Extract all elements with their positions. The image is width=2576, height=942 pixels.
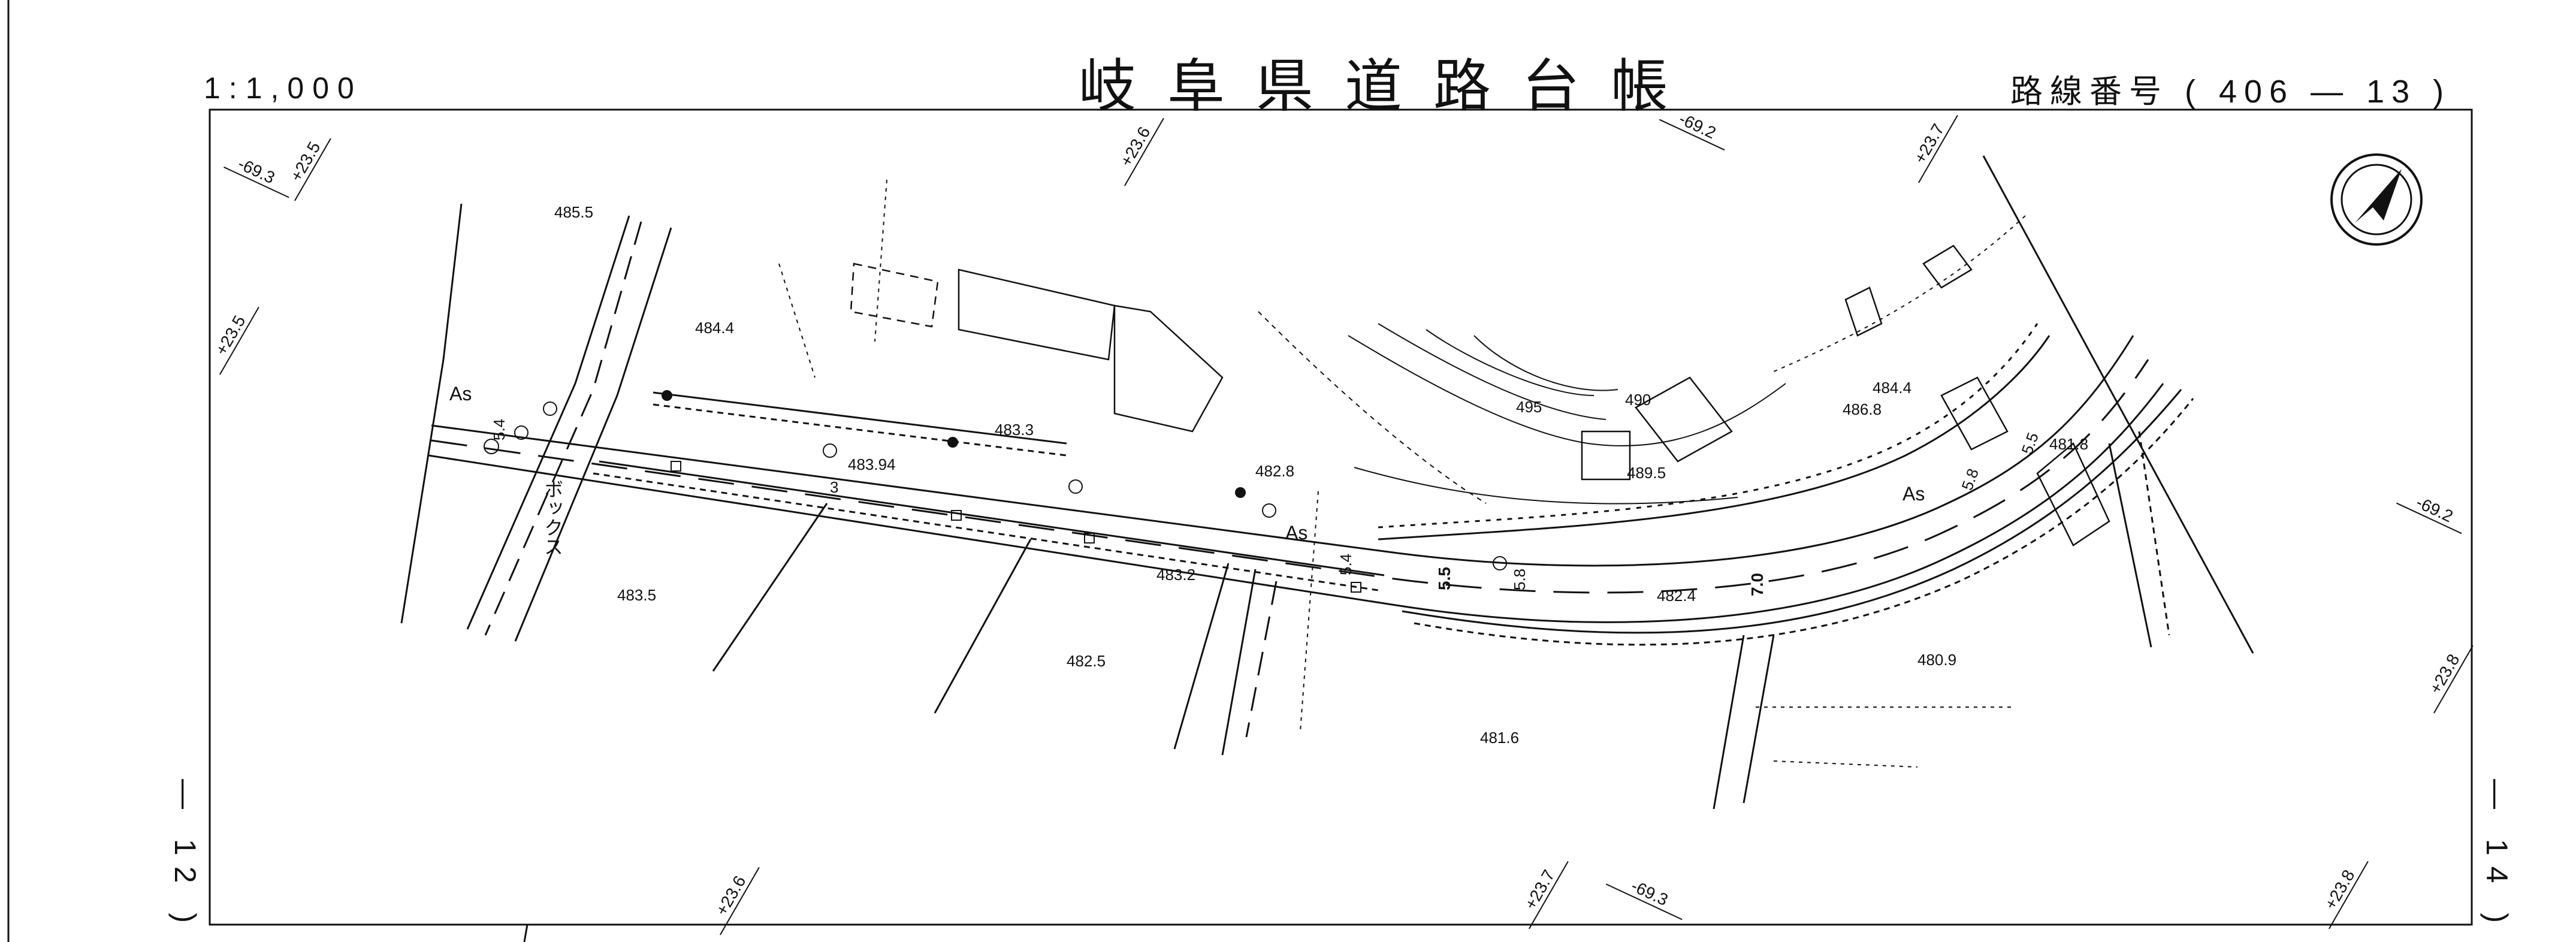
manhole-icon (671, 461, 681, 472)
telephone-pole-icon (1262, 503, 1276, 518)
elevation-label: 486.8 (1843, 400, 1882, 418)
manhole-icon (1351, 582, 1361, 593)
telephone-pole-icon (823, 443, 837, 458)
elevation-label: 482.4 (1657, 587, 1696, 605)
telephone-pole-icon (1068, 479, 1083, 494)
scale-label: 1:1,000 (204, 71, 363, 105)
manhole-icon (1084, 533, 1095, 544)
elevation-label: 483.2 (1156, 566, 1195, 584)
grid-tick-label: +23.5 (212, 312, 249, 358)
survey-point-icon (484, 439, 499, 454)
main-road (428, 323, 2194, 646)
adjacent-sheet-left: ― 12 ) (168, 779, 202, 934)
grid-tick-label: +23.6 (1116, 123, 1153, 170)
elevation-label: 483.5 (617, 586, 656, 604)
surface-label: As (1285, 522, 1307, 544)
surface-label: As (1902, 483, 1925, 505)
grid-tick-label: +23.8 (2321, 866, 2358, 913)
grid-tick-label: +23.7 (1910, 120, 1947, 167)
map-title: 岐阜県道路台帳 (1079, 55, 1699, 119)
surface-label: As (449, 383, 472, 404)
grid-tick-label: +23.5 (286, 138, 324, 185)
contour-lines (1258, 311, 1786, 505)
adjacent-sheet-right: ― 14 ) (2480, 779, 2514, 934)
grid-tick-label: +23.6 (712, 872, 749, 919)
telephone-pole-icon (543, 401, 557, 416)
elevation-label: 480.9 (1917, 651, 1956, 669)
route-number: 路線番号 ( 406 ― 13 ) (2010, 74, 2451, 110)
width-labels: 5.4 3 5.4 5.5 5.8 7.0 5.8 5.5 (490, 419, 2042, 596)
grid-tick-label: +23.8 (2426, 651, 2463, 697)
width-label: 5.8 (1511, 569, 1529, 590)
telephone-pole-icon (1493, 556, 1507, 570)
elevation-label: 483.94 (848, 455, 896, 473)
width-label: 7.0 (1748, 573, 1766, 596)
map-symbols (484, 390, 1507, 593)
cross-roads (400, 155, 2254, 810)
elevation-label: 481.8 (2049, 435, 2088, 453)
elevation-labels: 485.5 484.4 483.3 483.94 482.8 495 490 4… (554, 203, 2088, 747)
buildings (850, 244, 2110, 547)
elevation-label: 481.6 (1480, 729, 1519, 747)
elevation-label: 490 (1625, 391, 1651, 409)
width-label: 3 (830, 478, 838, 496)
grid-tick-label: +23.7 (1521, 866, 1558, 913)
elevation-label: 484.4 (695, 319, 734, 337)
parcel-boundaries (778, 179, 2026, 768)
elevation-label: 484.4 (1873, 379, 1911, 397)
elevation-label: 495 (1516, 398, 1542, 416)
width-label: 5.4 (1337, 554, 1355, 575)
elevation-label: 482.5 (1067, 652, 1106, 670)
elevation-label: 482.8 (1255, 462, 1294, 480)
width-label: 5.5 (2018, 430, 2042, 457)
width-label: 5.4 (490, 419, 508, 440)
width-label: 5.5 (1435, 567, 1454, 590)
north-arrow-icon (2330, 153, 2423, 246)
box-culvert-label: ボックス (542, 479, 563, 556)
elevation-label: 485.5 (554, 203, 593, 221)
telephone-pole-icon (514, 425, 529, 440)
elevation-label: 483.3 (995, 421, 1034, 439)
elevation-label: 489.5 (1627, 464, 1666, 482)
manhole-icon (951, 510, 962, 521)
